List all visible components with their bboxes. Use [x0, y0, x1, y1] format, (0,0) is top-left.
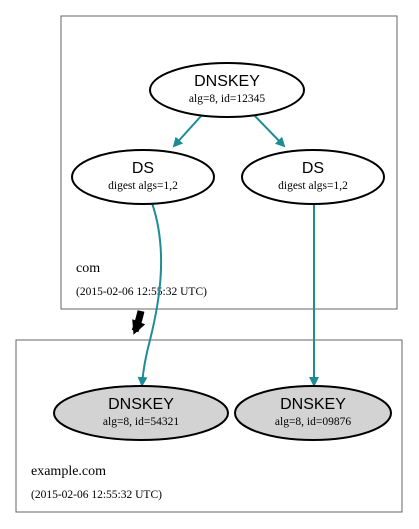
node-ds-left-type: DS [132, 160, 154, 177]
node-ds-right-detail: digest algs=1,2 [278, 180, 348, 192]
node-dnskey-12345-detail: alg=8, id=12345 [189, 93, 265, 105]
node-dnskey-09876-shape [234, 385, 392, 441]
node-dnskey-54321-type: DNSKEY [108, 396, 174, 413]
node-dnskey-54321-shape [53, 385, 229, 441]
zone-example-com-timestamp: (2015-02-06 12:55:32 UTC) [31, 489, 162, 501]
edges [131, 114, 319, 387]
node-dnskey-54321-detail: alg=8, id=54321 [103, 416, 179, 428]
edge-dnskey-to-ds-right [253, 114, 286, 148]
zone-com-border [60, 15, 398, 310]
zone-example-com-name: example.com [31, 464, 106, 479]
node-ds-left-shape [71, 149, 215, 205]
delegation-arrow [131, 310, 146, 335]
zone-example-com: example.com (2015-02-06 12:55:32 UTC) [15, 339, 403, 513]
edge-ds-left-to-dnskey-54321 [137, 202, 163, 387]
node-dnskey-09876: DNSKEY alg=8, id=09876 [234, 385, 392, 441]
node-dnskey-12345-shape [149, 62, 305, 118]
node-dnskey-09876-detail: alg=8, id=09876 [275, 416, 351, 428]
zone-com-timestamp: (2015-02-06 12:55:32 UTC) [76, 286, 207, 298]
node-dnskey-54321: DNSKEY alg=8, id=54321 [53, 385, 229, 441]
node-ds-right: DS digest algs=1,2 [241, 149, 385, 205]
node-dnskey-12345: DNSKEY alg=8, id=12345 [149, 62, 305, 118]
zone-example-com-border [15, 339, 403, 513]
node-ds-left: DS digest algs=1,2 [71, 149, 215, 205]
node-dnskey-09876-type: DNSKEY [280, 396, 346, 413]
node-dnskey-12345-type: DNSKEY [194, 73, 260, 90]
node-ds-left-detail: digest algs=1,2 [108, 180, 178, 192]
node-ds-right-type: DS [302, 160, 324, 177]
edge-dnskey-to-ds-left [172, 114, 203, 148]
zone-com: com (2015-02-06 12:55:32 UTC) [60, 15, 398, 310]
node-ds-right-shape [241, 149, 385, 205]
zone-com-name: com [76, 261, 100, 276]
